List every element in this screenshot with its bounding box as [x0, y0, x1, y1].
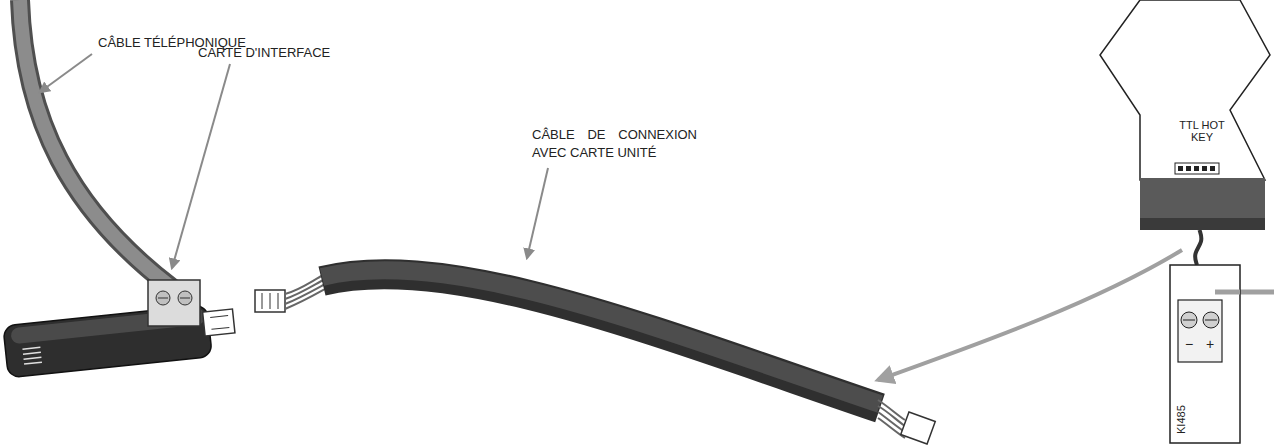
- node-outline: [1100, 0, 1275, 230]
- callout-label: CÂBLE DE CONNEXION AVEC CARTE UNITÉ: [532, 126, 697, 161]
- node-text: +: [1203, 337, 1217, 352]
- terminal-block: [148, 280, 200, 326]
- cable-connector: [1195, 230, 1201, 265]
- callout-label: CARTE D'INTERFACE: [198, 44, 330, 62]
- node-text: −: [1182, 337, 1196, 352]
- connection-cable: [322, 270, 935, 444]
- node-text: KI485: [1176, 405, 1188, 434]
- interface-card: [3, 302, 237, 378]
- leader-lines: [40, 54, 548, 268]
- node-text: TTL HOT KEY: [1172, 120, 1232, 143]
- direction-arrow: [878, 250, 1182, 380]
- cable-connector-left: [255, 274, 325, 312]
- ki485-module: −+ KI485: [1170, 265, 1240, 443]
- unit-board: TTL HOT KEY: [1100, 0, 1275, 230]
